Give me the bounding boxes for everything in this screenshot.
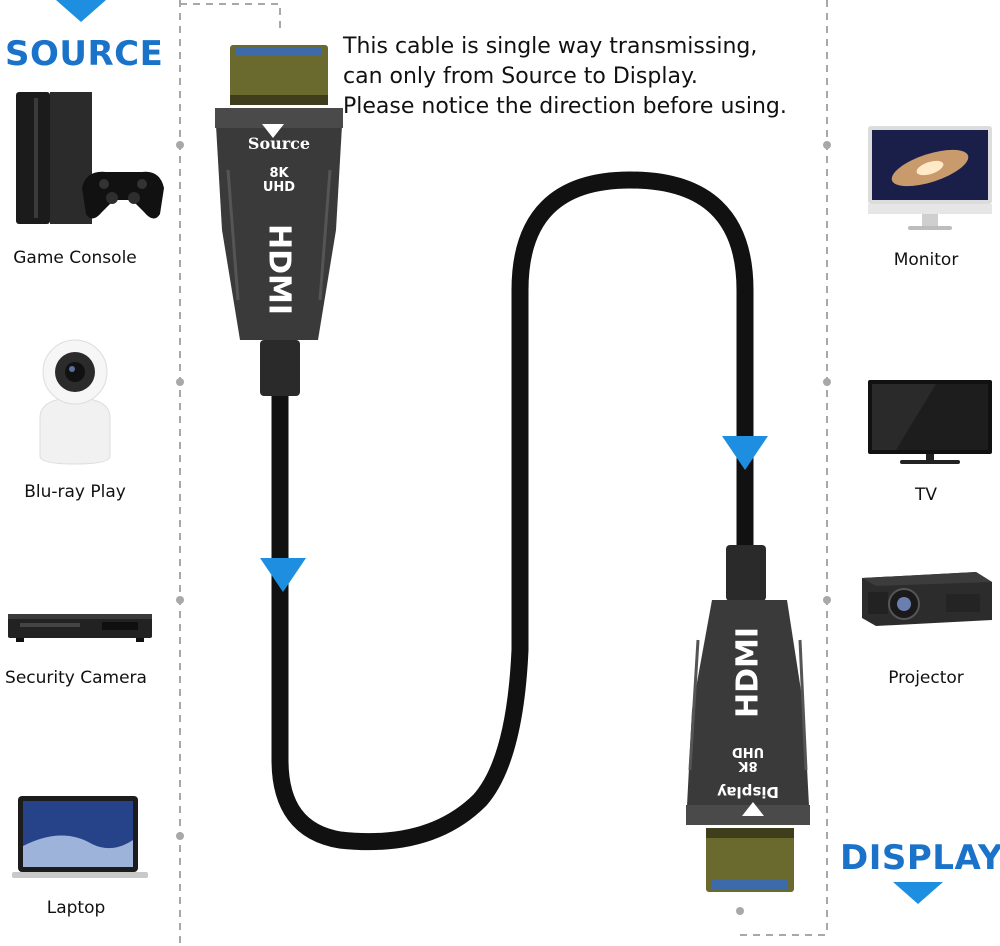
source-device-label-security-camera: Security Camera: [5, 668, 147, 688]
source-device-label-bluray: Blu-ray Play: [24, 482, 126, 502]
display-heading: DISPLAY: [840, 838, 1000, 878]
notice-line-2: can only from Source to Display.: [343, 64, 698, 89]
signal-direction-arrows: [260, 436, 768, 592]
direction-notice: This cable is single way transmissing, c…: [343, 32, 787, 122]
source-direction-triangle-icon: [262, 124, 284, 138]
source-device-label-game-console: Game Console: [13, 248, 137, 268]
source-hdmi-logo: HDMI: [261, 223, 297, 316]
projector-icon: [856, 566, 996, 637]
notice-line-3: Please notice the direction before using…: [343, 94, 787, 119]
display-connector-label: Display: [717, 783, 779, 801]
display-direction-triangle-icon: [742, 802, 764, 816]
hdmi-cable: [271, 171, 754, 851]
display-hdmi-logo: HDMI: [730, 626, 766, 719]
bluray-player-icon: [6, 608, 156, 653]
display-spec-8k: 8K: [738, 758, 758, 773]
source-spec-8k: 8K: [269, 166, 289, 181]
source-plug: [230, 45, 328, 105]
notice-line-1: This cable is single way transmissing,: [343, 34, 758, 59]
source-heading: SOURCE: [5, 34, 164, 74]
laptop-icon: [12, 796, 152, 887]
display-device-label-projector: Projector: [888, 668, 964, 688]
source-connector-housing: [215, 108, 343, 396]
source-device-label-laptop: Laptop: [46, 898, 106, 918]
source-connector-label: Source: [247, 134, 311, 153]
tv-icon: [866, 380, 994, 473]
display-device-label-tv: TV: [914, 485, 937, 505]
direction-guide-lines: [179, 0, 828, 946]
monitor-icon: [866, 126, 994, 237]
game-console-icon: [14, 88, 164, 233]
source-spec-uhd: UHD: [262, 180, 296, 195]
security-camera-icon: [30, 338, 120, 471]
display-plug: [706, 828, 794, 892]
display-arrow-icon: [893, 882, 943, 909]
display-device-label-monitor: Monitor: [893, 250, 959, 270]
display-spec-uhd: UHD: [731, 744, 765, 759]
source-arrow-icon: [56, 0, 106, 27]
